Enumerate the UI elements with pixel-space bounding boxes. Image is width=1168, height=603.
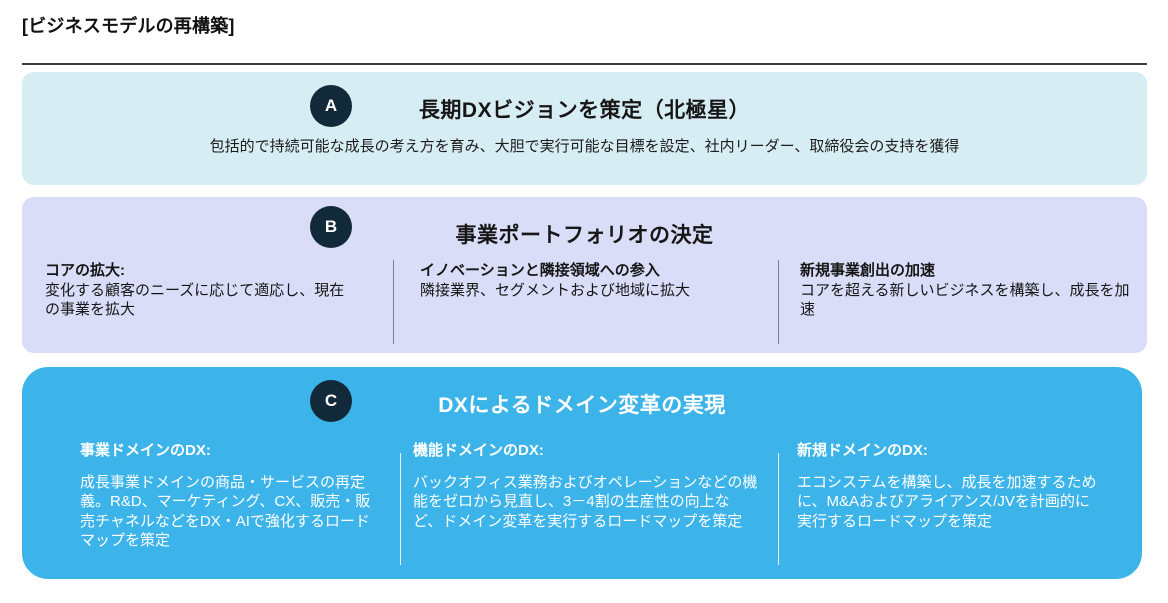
section-b-column-new-business: 新規事業創出の加速 コアを超える新しいビジネスを構築し、成長を加速: [800, 261, 1130, 320]
section-a-subtitle: 包括的で持続可能な成長の考え方を育み、大胆で実行可能な目標を設定、社内リーダー、…: [209, 138, 960, 155]
column-divider: [778, 453, 779, 565]
section-b-column-innovation-adjacent: イノベーションと隣接領域への参入 隣接業界、セグメントおよび地域に拡大: [420, 261, 765, 300]
column-body: 成長事業ドメインの商品・サービスの再定義。R&D、マーケティング、CX、販売・販…: [80, 474, 371, 549]
step-c-badge: C: [310, 380, 352, 422]
title-divider-line: [22, 63, 1147, 65]
section-c-column-business-domain: 事業ドメインのDX: 成長事業ドメインの商品・サービスの再定義。R&D、マーケテ…: [80, 441, 382, 550]
column-heading: イノベーションと隣接領域への参入: [420, 262, 660, 279]
column-body: 隣接業界、セグメントおよび地域に拡大: [420, 282, 691, 300]
step-b-badge: B: [310, 206, 352, 248]
column-heading: 新規事業創出の加速: [800, 262, 936, 279]
section-c-column-new-domain: 新規ドメインのDX: エコシステムを構築し、成長を加速するために、M&Aおよびア…: [797, 441, 1102, 531]
column-divider: [400, 453, 401, 565]
column-body: バックオフィス業務およびオペレーションなどの機能をゼロから見直し、3－4割の生産…: [413, 474, 758, 530]
column-heading: 機能ドメインのDX:: [413, 442, 544, 459]
column-divider: [778, 260, 779, 344]
column-heading: 事業ドメインのDX:: [80, 442, 211, 459]
section-a-card: A 長期DXビジョンを策定（北極星） 包括的で持続可能な成長の考え方を育み、大胆…: [22, 72, 1147, 185]
column-body: 変化する顧客のニーズに応じて適応し、現在の事業を拡大: [45, 282, 345, 319]
column-body: エコシステムを構築し、成長を加速するために、M&Aおよびアライアンス/JVを計画…: [797, 474, 1097, 530]
column-body: コアを超える新しいビジネスを構築し、成長を加速: [800, 282, 1130, 319]
section-c-card: C DXによるドメイン変革の実現 事業ドメインのDX: 成長事業ドメインの商品・…: [22, 367, 1142, 579]
step-a-badge: A: [310, 85, 352, 127]
section-b-title: 事業ポートフォリオの決定: [455, 224, 714, 247]
section-b-column-core-expansion: コアの拡大: 変化する顧客のニーズに応じて適応し、現在の事業を拡大: [45, 261, 355, 320]
section-b-card: B 事業ポートフォリオの決定 コアの拡大: 変化する顧客のニーズに応じて適応し、…: [22, 197, 1147, 353]
section-c-title: DXによるドメイン変革の実現: [438, 394, 726, 417]
section-a-title: 長期DXビジョンを策定（北極星）: [418, 99, 751, 122]
column-heading: コアの拡大:: [45, 262, 125, 279]
section-c-column-functional-domain: 機能ドメインのDX: バックオフィス業務およびオペレーションなどの機能をゼロから…: [413, 441, 758, 531]
column-heading: 新規ドメインのDX:: [797, 442, 928, 459]
column-divider: [393, 260, 394, 344]
page-title: [ビジネスモデルの再構築]: [22, 16, 235, 36]
